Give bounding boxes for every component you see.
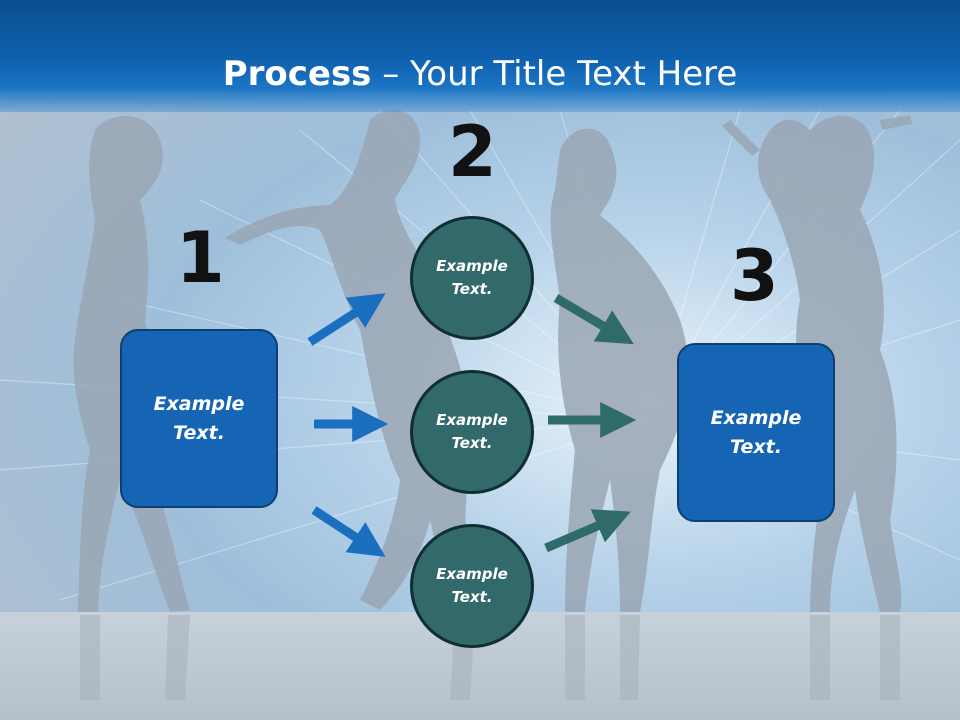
circle-3-line2: Text. [451,588,493,606]
title-rest: – Your Title Text Here [371,54,738,94]
step-3-text-line2: Text. [730,435,782,458]
step-1-text-line2: Text. [173,421,225,444]
title-bold: Process [222,54,372,94]
circle-2-line2: Text. [451,434,493,452]
step-number-2: 2 [448,111,497,193]
step-number-1: 1 [176,217,225,299]
circle-2-line1: Example [436,411,508,429]
circle-3-line1: Example [436,565,508,583]
step-number-3: 3 [730,235,779,317]
arrow-1-to-circle-3 [311,506,386,557]
step-1-text-line1: Example [153,392,245,415]
circle-1-line1: Example [436,257,508,275]
circle-1-line2: Text. [451,280,493,298]
title-bar [0,0,960,112]
arrow-1-to-circle-1 [307,293,386,346]
step-3-text-line1: Example [710,406,802,429]
arrow-circle-1-to-3 [553,294,634,345]
arrow-circle-3-to-3 [544,509,631,553]
slide-title: Process – Your Title Text Here [0,52,960,96]
